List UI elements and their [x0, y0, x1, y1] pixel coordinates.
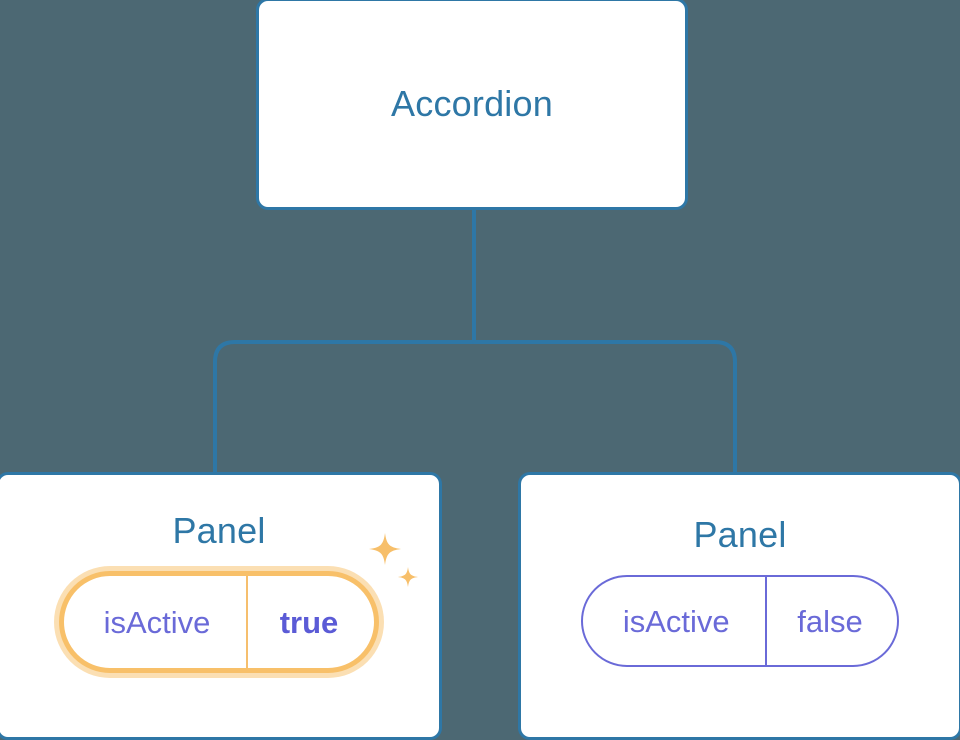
connector-to-panel-right [472, 340, 737, 476]
node-panel-inactive[interactable]: Panel isActive false [518, 472, 960, 740]
node-accordion-title: Accordion [391, 83, 553, 124]
prop-pill-inactive-wrapper: isActive false [581, 575, 899, 667]
prop-key-label: isActive [103, 604, 211, 640]
node-panel-active[interactable]: Panel isActive true [0, 472, 442, 740]
node-panel-inactive-title: Panel [693, 514, 787, 555]
node-accordion[interactable]: Accordion [256, 0, 688, 210]
node-panel-active-title: Panel [172, 510, 266, 551]
prop-pill-is-active-false[interactable]: isActive false [581, 575, 899, 667]
prop-key-label: isActive [622, 603, 730, 639]
prop-value-label: false [765, 577, 896, 665]
connector-to-panel-left [213, 340, 476, 476]
prop-value-label: true [246, 576, 374, 668]
prop-pill-active-wrapper: isActive true [59, 533, 418, 673]
prop-pill-is-active-true[interactable]: isActive true [59, 571, 379, 673]
